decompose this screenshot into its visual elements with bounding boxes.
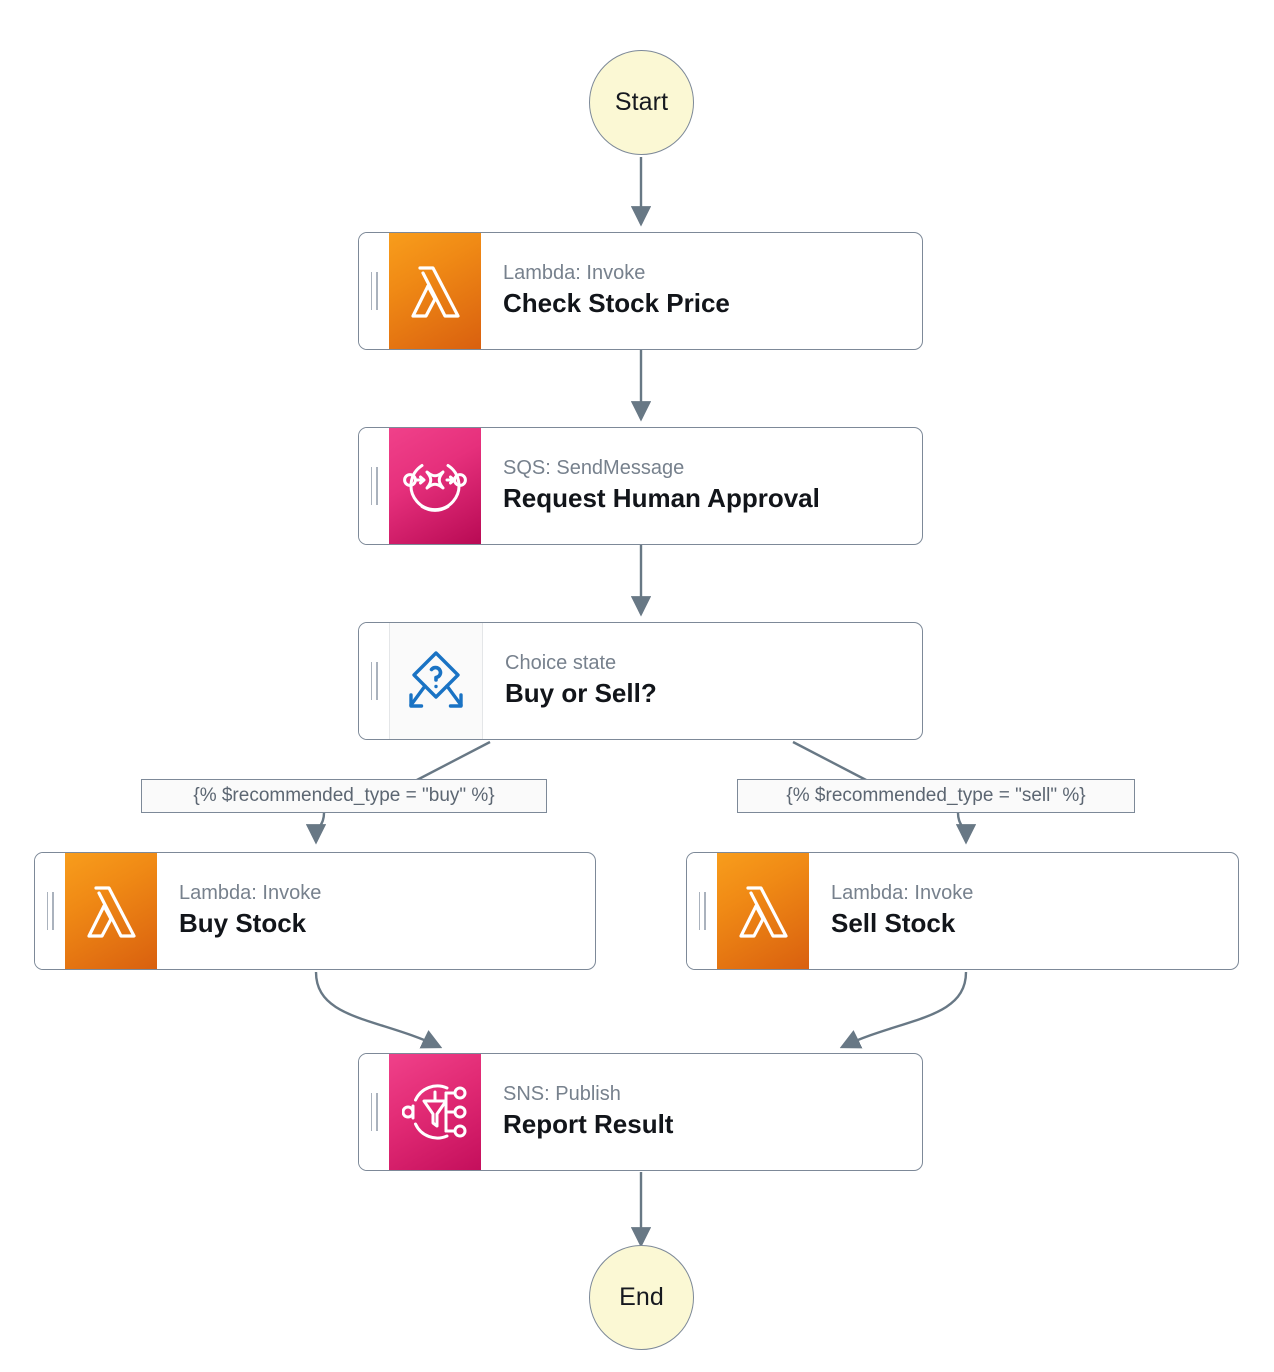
- node-title: Buy Stock: [179, 908, 307, 939]
- start-node-label: Start: [614, 88, 669, 116]
- sns-icon: [389, 1054, 481, 1170]
- node-subtitle: Lambda: Invoke: [179, 881, 322, 904]
- drag-handle[interactable]: [687, 853, 717, 969]
- lambda-icon: [389, 233, 481, 349]
- node-labels: Lambda: Invoke Check Stock Price: [481, 233, 922, 349]
- state-node-report-result[interactable]: SNS: Publish Report Result: [358, 1053, 923, 1171]
- state-node-buy-stock[interactable]: Lambda: Invoke Buy Stock: [34, 852, 596, 970]
- node-subtitle: Choice state: [505, 651, 617, 674]
- sqs-icon: [389, 428, 481, 544]
- node-title: Sell Stock: [831, 908, 956, 939]
- node-labels: Choice state Buy or Sell?: [483, 623, 922, 739]
- condition-label-buy: {% $recommended_type = "buy" %}: [141, 779, 547, 813]
- edge-buy-or-sell-to-sell-condition: [792, 740, 869, 783]
- start-node[interactable]: Start: [589, 50, 694, 155]
- condition-text: {% $recommended_type = "buy" %}: [193, 785, 495, 806]
- node-labels: Lambda: Invoke Buy Stock: [157, 853, 595, 969]
- drag-handle[interactable]: [35, 853, 65, 969]
- drag-handle[interactable]: [359, 623, 389, 739]
- condition-label-sell: {% $recommended_type = "sell" %}: [737, 779, 1135, 813]
- node-labels: SQS: SendMessage Request Human Approval: [481, 428, 922, 544]
- edge-buy-condition-to-buy-stock: [305, 812, 327, 845]
- edge-sell-condition-to-sell-stock: [955, 812, 977, 845]
- node-labels: Lambda: Invoke Sell Stock: [809, 853, 1238, 969]
- drag-handle[interactable]: [359, 428, 389, 544]
- node-title: Report Result: [503, 1109, 674, 1140]
- edge-sell-stock-to-report-result: [839, 971, 968, 1049]
- node-title: Buy or Sell?: [505, 678, 657, 709]
- edge-buy-stock-to-report-result: [314, 971, 443, 1049]
- node-subtitle: Lambda: Invoke: [503, 261, 646, 284]
- edge-buy-or-sell-to-buy-condition: [414, 740, 491, 783]
- lambda-icon: [717, 853, 809, 969]
- condition-text: {% $recommended_type = "sell" %}: [786, 785, 1086, 806]
- node-title: Request Human Approval: [503, 483, 820, 514]
- state-node-sell-stock[interactable]: Lambda: Invoke Sell Stock: [686, 852, 1239, 970]
- node-subtitle: SNS: Publish: [503, 1082, 621, 1105]
- state-node-check-stock-price[interactable]: Lambda: Invoke Check Stock Price: [358, 232, 923, 350]
- state-node-request-human-approval[interactable]: SQS: SendMessage Request Human Approval: [358, 427, 923, 545]
- choice-icon: [389, 623, 483, 739]
- node-labels: SNS: Publish Report Result: [481, 1054, 922, 1170]
- drag-handle[interactable]: [359, 1054, 389, 1170]
- node-title: Check Stock Price: [503, 288, 730, 319]
- node-subtitle: SQS: SendMessage: [503, 456, 685, 479]
- state-node-buy-or-sell[interactable]: Choice state Buy or Sell?: [358, 622, 923, 740]
- drag-handle[interactable]: [359, 233, 389, 349]
- node-subtitle: Lambda: Invoke: [831, 881, 974, 904]
- end-node[interactable]: End: [589, 1245, 694, 1350]
- end-node-label: End: [619, 1283, 664, 1311]
- lambda-icon: [65, 853, 157, 969]
